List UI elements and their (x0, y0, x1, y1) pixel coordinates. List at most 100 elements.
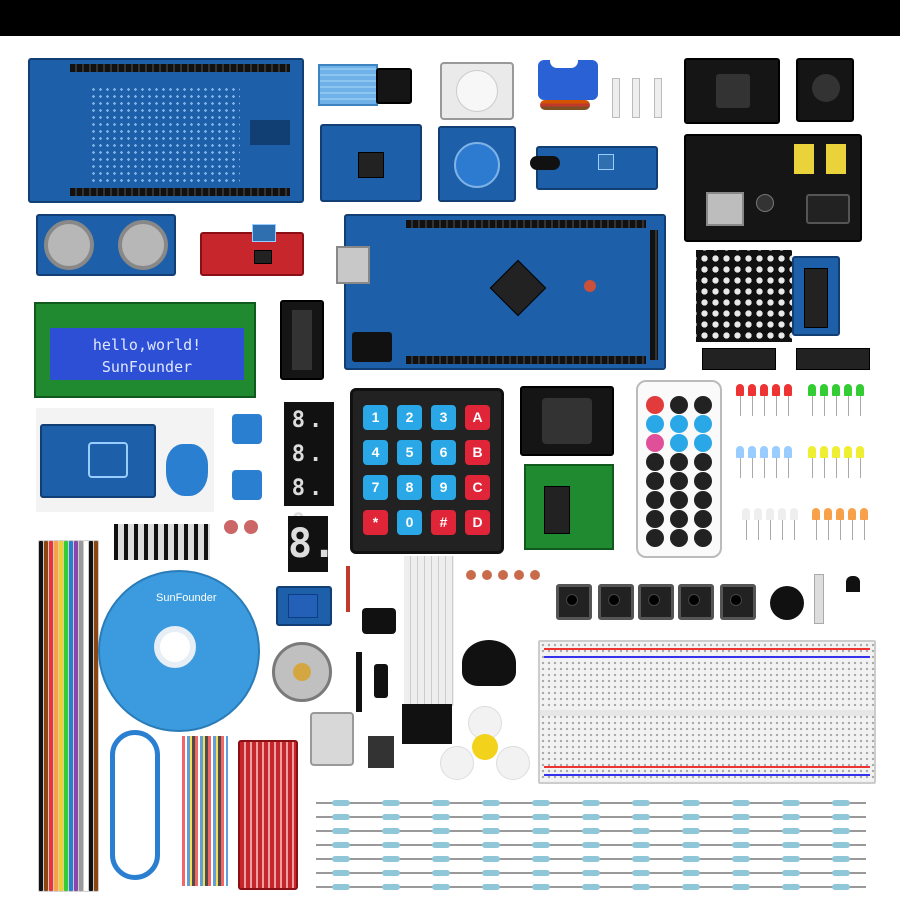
dc-motor (310, 712, 354, 766)
resistor (416, 828, 466, 834)
resistor (716, 884, 766, 890)
keypad-key: 8 (397, 475, 422, 500)
led-leg (840, 520, 841, 540)
remote-button (670, 510, 688, 528)
resistor (666, 800, 716, 806)
resistor (416, 856, 466, 862)
sound-sensor-module (438, 126, 516, 202)
resistor (566, 870, 616, 876)
power-supply-module (684, 134, 862, 242)
resistor (516, 870, 566, 876)
remote-button (646, 529, 664, 547)
resistor (566, 856, 616, 862)
led-leg (776, 458, 777, 478)
lcd-line-2: SunFounder (101, 358, 193, 376)
resistor (516, 814, 566, 820)
resistor (816, 828, 866, 834)
resistor (466, 856, 516, 862)
resistor (666, 856, 716, 862)
led (824, 508, 832, 520)
battery-clip (362, 608, 396, 634)
keypad-key: 5 (397, 440, 422, 465)
keypad-key: 0 (397, 510, 422, 535)
keypad-key: * (363, 510, 388, 535)
resistor (516, 856, 566, 862)
led (848, 508, 856, 520)
remote-button (694, 415, 712, 433)
led (844, 384, 852, 396)
led-leg (740, 458, 741, 478)
resistor (816, 800, 866, 806)
led (832, 384, 840, 396)
led (748, 384, 756, 396)
led (812, 508, 820, 520)
led-leg (770, 520, 771, 540)
lcd-screen: hello,world! SunFounder (50, 328, 244, 380)
ir-remote (636, 380, 722, 558)
resistor (716, 856, 766, 862)
resistor (516, 842, 566, 848)
resistor (816, 884, 866, 890)
joystick-module (520, 386, 614, 456)
resistor (666, 884, 716, 890)
slide-switch (368, 736, 394, 768)
led-leg (848, 396, 849, 416)
remote-button (646, 472, 664, 490)
rfid-module (40, 424, 156, 498)
dht-board (376, 68, 412, 104)
capacitor (374, 664, 388, 698)
remote-button (646, 434, 664, 452)
resistor (566, 828, 616, 834)
led-leg (746, 520, 747, 540)
led (736, 384, 744, 396)
remote-button (670, 453, 688, 471)
resistor (716, 814, 766, 820)
led (778, 508, 786, 520)
resistor (466, 884, 516, 890)
remote-button (694, 472, 712, 490)
resistor (766, 828, 816, 834)
led-leg (752, 396, 753, 416)
keypad-key: 7 (363, 475, 388, 500)
resistor (316, 828, 366, 834)
fan-propeller (440, 706, 530, 786)
joystick-cap (462, 640, 516, 686)
ultrasonic-sensor (36, 214, 176, 276)
usb-cable (110, 730, 160, 880)
prototype-shield (28, 58, 304, 203)
led-leg (812, 396, 813, 416)
resistor (716, 870, 766, 876)
led-leg (860, 458, 861, 478)
keypad-key: 9 (431, 475, 456, 500)
resistor (366, 884, 416, 890)
led-leg (752, 458, 753, 478)
led (772, 384, 780, 396)
resistor (816, 870, 866, 876)
water-level-sensor (238, 740, 298, 890)
resistor (816, 814, 866, 820)
led (760, 384, 768, 396)
lcd-display: hello,world! SunFounder (34, 302, 256, 398)
keypad-key: # (431, 510, 456, 535)
led (766, 508, 774, 520)
resistor (816, 842, 866, 848)
led-matrix (696, 250, 792, 342)
led (832, 446, 840, 458)
keypad-key: B (465, 440, 490, 465)
motor-driver-board (684, 58, 780, 124)
servo-motor (538, 54, 598, 100)
keypad-connector (402, 704, 452, 744)
keypad-key: 6 (431, 440, 456, 465)
resistor (816, 856, 866, 862)
led (748, 446, 756, 458)
led (736, 446, 744, 458)
resistor (466, 800, 516, 806)
led-leg (740, 396, 741, 416)
led-leg (776, 396, 777, 416)
accelerometer-module (320, 124, 422, 202)
top-black-bar (0, 0, 900, 36)
rfid-key-fob (166, 444, 208, 496)
remote-button (646, 510, 664, 528)
single-digit-value: 8. (288, 521, 337, 567)
